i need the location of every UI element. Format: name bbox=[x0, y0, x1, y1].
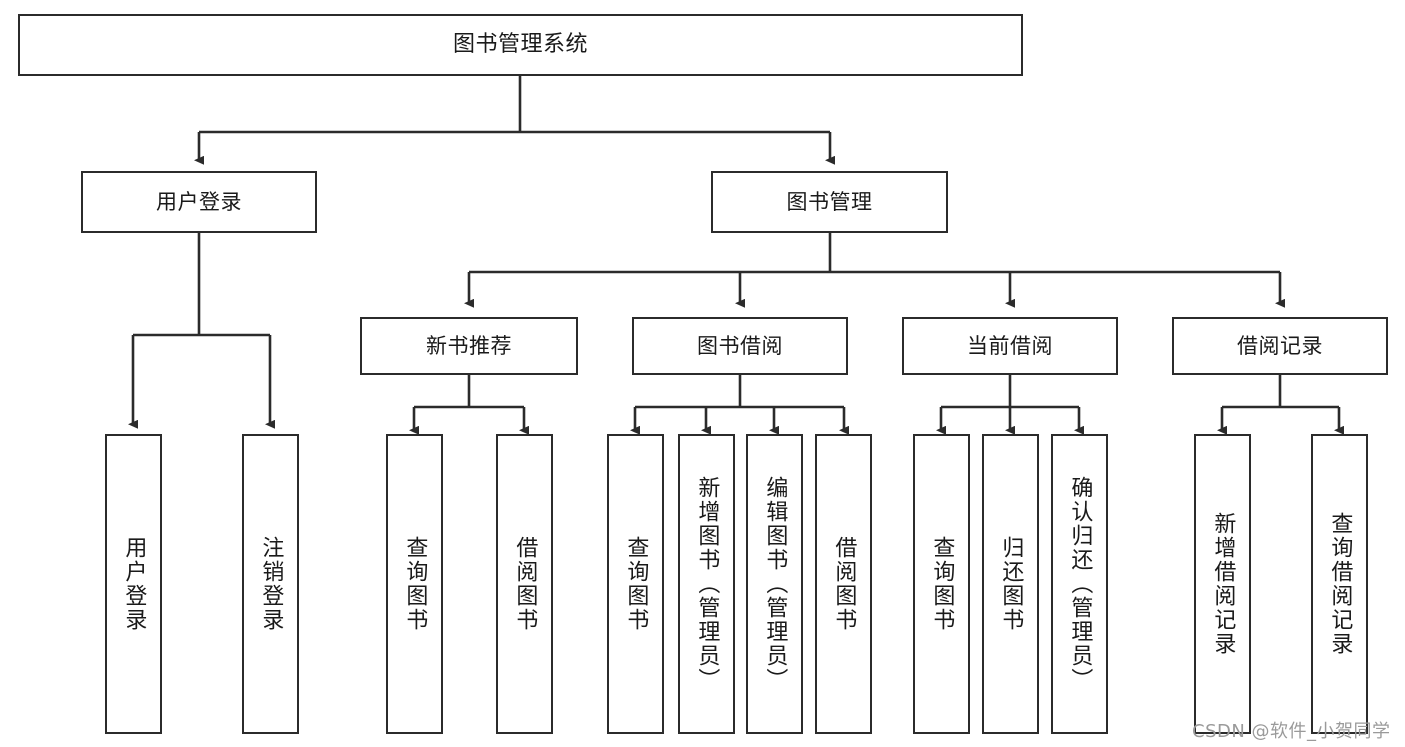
node-new-book-recommend[interactable]: 新书推荐 bbox=[360, 317, 578, 375]
node-user-login[interactable]: 用户登录 bbox=[81, 171, 317, 233]
leaf-current-return-book[interactable]: 归还图书 bbox=[982, 434, 1039, 734]
leaf-new-book-query-book[interactable]: 查询图书 bbox=[386, 434, 443, 734]
node-label: 新增借阅记录 bbox=[1210, 512, 1236, 656]
node-label: 查询图书 bbox=[623, 536, 649, 632]
node-label: 当前借阅 bbox=[967, 333, 1053, 358]
node-book-borrow[interactable]: 图书借阅 bbox=[632, 317, 848, 375]
node-current-borrow[interactable]: 当前借阅 bbox=[902, 317, 1118, 375]
node-label: 新书推荐 bbox=[426, 333, 512, 358]
node-label: 确认归还（管理员） bbox=[1067, 476, 1093, 692]
node-label: 新增图书（管理员） bbox=[694, 476, 720, 692]
node-label: 图书管理系统 bbox=[452, 32, 588, 58]
node-book-management[interactable]: 图书管理 bbox=[711, 171, 948, 233]
leaf-new-book-borrow-book[interactable]: 借阅图书 bbox=[496, 434, 553, 734]
node-label: 借阅图书 bbox=[831, 536, 857, 632]
node-label: 归还图书 bbox=[998, 536, 1024, 632]
leaf-current-confirm-return-admin[interactable]: 确认归还（管理员） bbox=[1051, 434, 1108, 734]
leaf-user-login-logout[interactable]: 注销登录 bbox=[242, 434, 299, 734]
node-label: 查询图书 bbox=[402, 536, 428, 632]
leaf-user-login-login[interactable]: 用户登录 bbox=[105, 434, 162, 734]
node-label: 用户登录 bbox=[121, 536, 147, 632]
node-label: 借阅记录 bbox=[1237, 333, 1323, 358]
leaf-borrow-query-book[interactable]: 查询图书 bbox=[607, 434, 664, 734]
leaf-borrow-add-book-admin[interactable]: 新增图书（管理员） bbox=[678, 434, 735, 734]
leaf-borrow-edit-book-admin[interactable]: 编辑图书（管理员） bbox=[746, 434, 803, 734]
node-borrow-records[interactable]: 借阅记录 bbox=[1172, 317, 1388, 375]
leaf-current-query-book[interactable]: 查询图书 bbox=[913, 434, 970, 734]
csdn-watermark: CSDN @软件_小贺同学 bbox=[1192, 721, 1391, 742]
node-root-system[interactable]: 图书管理系统 bbox=[18, 14, 1023, 76]
node-label: 用户登录 bbox=[156, 189, 242, 214]
node-label: 查询借阅记录 bbox=[1327, 512, 1353, 656]
leaf-records-query-record[interactable]: 查询借阅记录 bbox=[1311, 434, 1368, 734]
node-label: 借阅图书 bbox=[512, 536, 538, 632]
leaf-records-add-record[interactable]: 新增借阅记录 bbox=[1194, 434, 1251, 734]
node-label: 图书管理 bbox=[786, 189, 873, 214]
leaf-borrow-borrow-book[interactable]: 借阅图书 bbox=[815, 434, 872, 734]
node-label: 编辑图书（管理员） bbox=[762, 476, 788, 692]
node-label: 注销登录 bbox=[258, 536, 284, 632]
node-label: 图书借阅 bbox=[697, 333, 783, 358]
node-label: 查询图书 bbox=[929, 536, 955, 632]
